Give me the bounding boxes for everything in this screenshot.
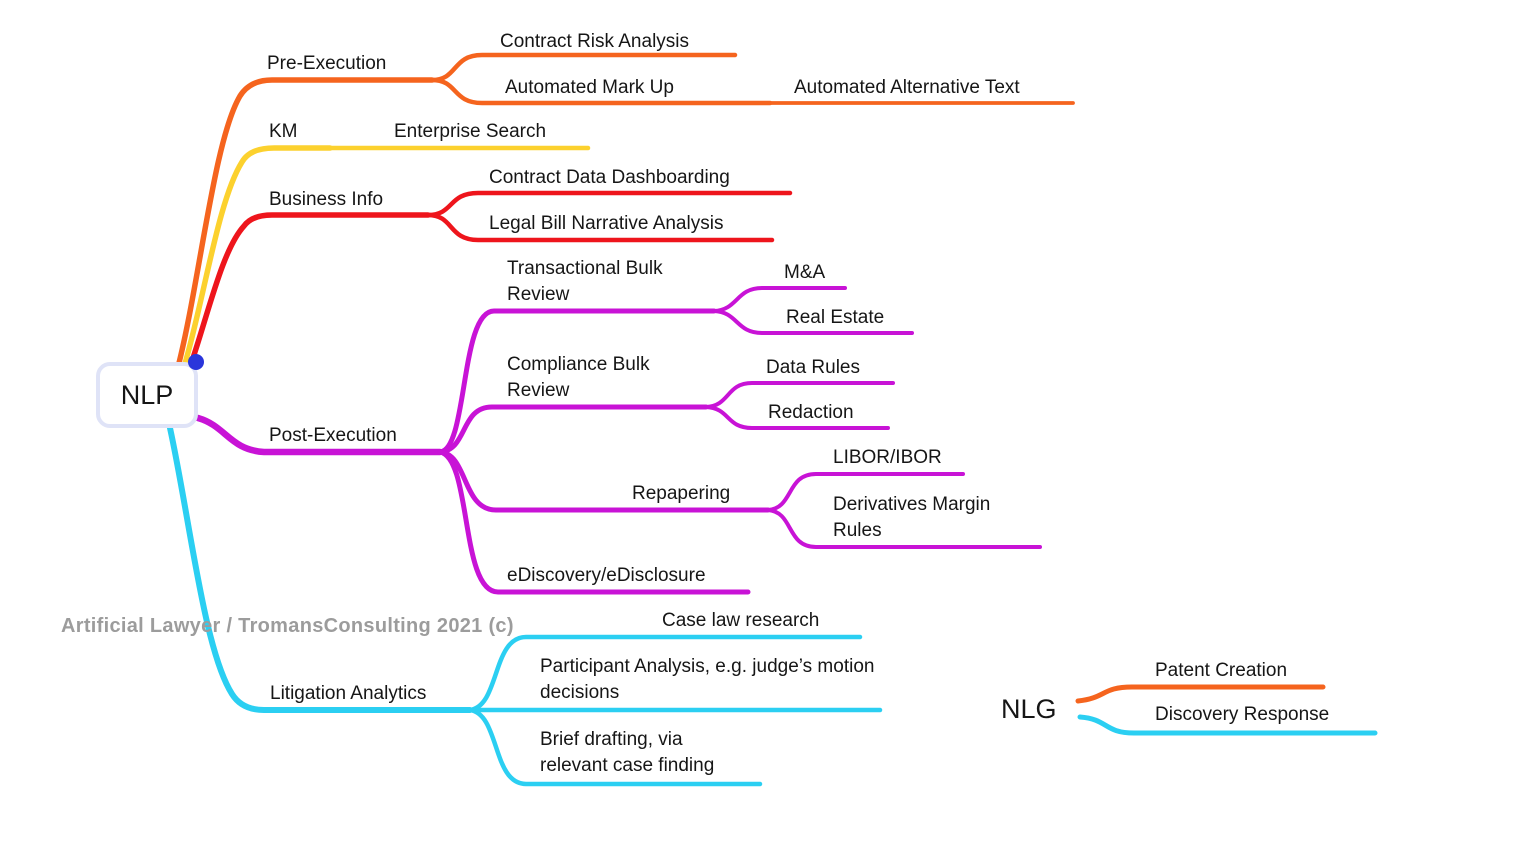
node-handle-dot[interactable] xyxy=(188,354,204,370)
node-participant-analysis[interactable]: Participant Analysis, e.g. judge’s motio… xyxy=(540,656,875,703)
branch-compliance-bulk-review-line xyxy=(437,404,709,455)
node-real-estate[interactable]: Real Estate xyxy=(786,307,885,328)
branch-legal-bill-narrative-analysis-line xyxy=(425,212,775,243)
node-litigation-analytics[interactable]: Litigation Analytics xyxy=(270,683,427,704)
node-case-law-research[interactable]: Case law research xyxy=(662,610,820,631)
node-km[interactable]: KM xyxy=(269,121,298,142)
node-pre-execution[interactable]: Pre-Execution xyxy=(267,53,387,74)
branch-post-execution-line xyxy=(194,414,444,456)
node-transactional-bulk-review[interactable]: Transactional Bulk Review xyxy=(507,258,663,305)
node-discovery-response[interactable]: Discovery Response xyxy=(1155,704,1330,725)
node-repapering[interactable]: Repapering xyxy=(632,483,731,504)
branch-m-and-a-line xyxy=(712,286,847,313)
node-libor-ibor[interactable]: LIBOR/IBOR xyxy=(833,447,942,468)
branch-case-law-research-line xyxy=(467,634,863,713)
branch-ediscovery-edisclosure-line xyxy=(437,449,751,595)
node-compliance-bulk-review[interactable]: Compliance Bulk Review xyxy=(507,354,650,401)
node-contract-risk-analysis[interactable]: Contract Risk Analysis xyxy=(500,31,690,52)
node-legal-bill-narrative-analysis[interactable]: Legal Bill Narrative Analysis xyxy=(489,213,724,234)
branch-data-rules-line xyxy=(704,381,895,409)
branch-libor-ibor-line xyxy=(766,472,965,512)
branch-discovery-response-line xyxy=(1077,714,1378,736)
node-enterprise-search[interactable]: Enterprise Search xyxy=(394,121,547,142)
node-derivatives-margin-rules[interactable]: Derivatives Margin Rules xyxy=(833,494,991,541)
node-brief-drafting[interactable]: Brief drafting, via relevant case findin… xyxy=(540,729,715,776)
node-contract-data-dashboarding[interactable]: Contract Data Dashboarding xyxy=(489,167,730,188)
branch-real-estate-line xyxy=(712,309,914,335)
node-nlg-root[interactable]: NLG xyxy=(1001,694,1057,724)
node-automated-mark-up[interactable]: Automated Mark Up xyxy=(505,77,674,98)
node-post-execution[interactable]: Post-Execution xyxy=(269,425,397,446)
branch-litigation-analytics-line xyxy=(167,425,473,713)
node-patent-creation[interactable]: Patent Creation xyxy=(1155,660,1288,681)
watermark-text: Artificial Lawyer / TromansConsulting 20… xyxy=(61,615,514,637)
branch-transactional-bulk-review-line xyxy=(437,308,717,455)
branch-derivatives-margin-rules-line xyxy=(766,508,1042,549)
branch-patent-creation-line xyxy=(1075,684,1326,704)
branch-brief-drafting-line xyxy=(467,707,763,787)
branch-business-info-line xyxy=(187,212,431,370)
branch-km-line xyxy=(181,145,333,370)
branch-automated-mark-up-line xyxy=(429,77,773,106)
branch-redaction-line xyxy=(704,405,890,430)
node-automated-alternative-text[interactable]: Automated Alternative Text xyxy=(794,77,1020,98)
node-nlp-root[interactable]: NLP xyxy=(96,362,198,428)
node-data-rules[interactable]: Data Rules xyxy=(766,357,860,378)
node-m-and-a[interactable]: M&A xyxy=(784,262,826,283)
node-business-info[interactable]: Business Info xyxy=(269,189,384,210)
node-redaction[interactable]: Redaction xyxy=(768,402,854,423)
branch-pre-execution-line xyxy=(175,77,435,370)
node-ediscovery-edisclosure[interactable]: eDiscovery/eDisclosure xyxy=(507,565,706,586)
